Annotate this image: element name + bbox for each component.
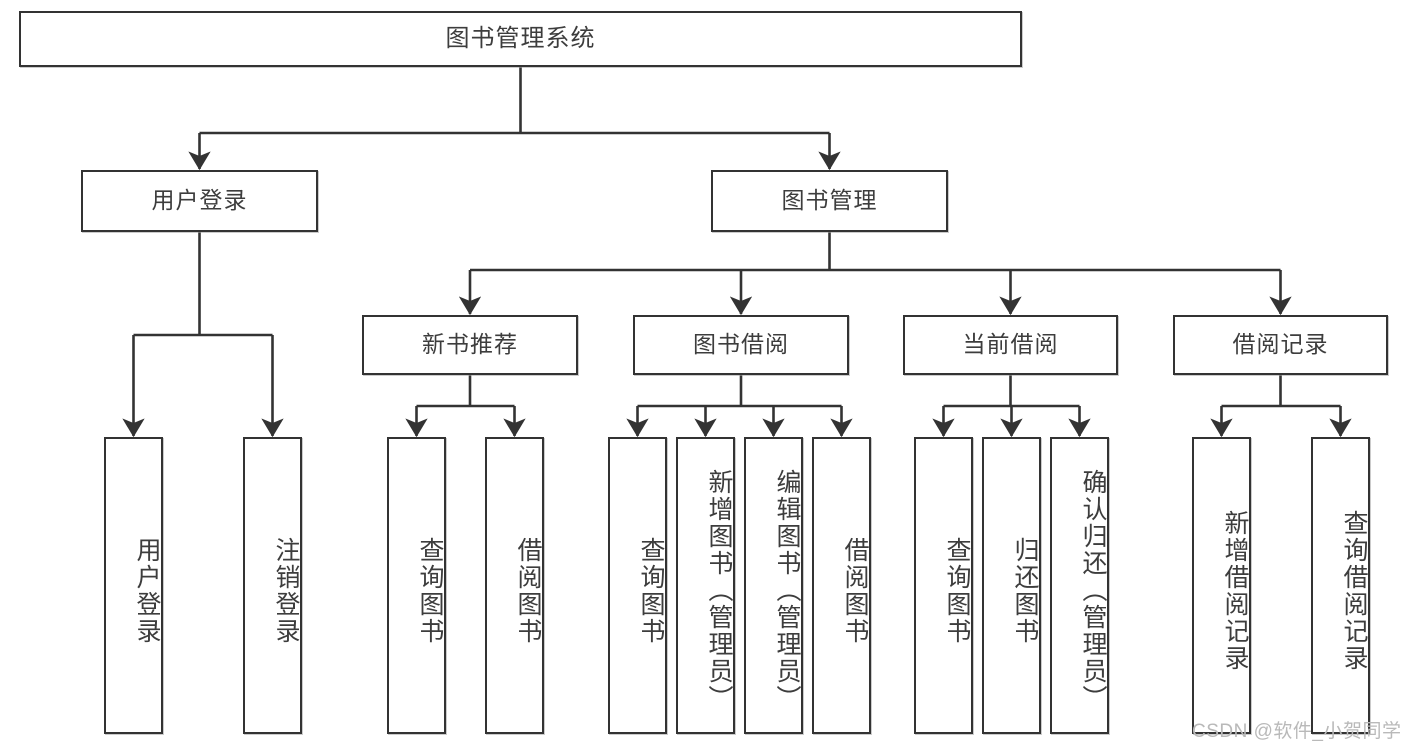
node-newbook[interactable]: 新书推荐 (362, 315, 578, 375)
node-leaf-login-1[interactable]: 用户登录 (104, 437, 163, 734)
node-root[interactable]: 图书管理系统 (19, 11, 1022, 67)
node-leaf-rec-2[interactable]: 查询借阅记录 (1311, 437, 1370, 734)
node-leaf-login-2[interactable]: 注销登录 (243, 437, 302, 734)
node-borrow[interactable]: 图书借阅 (633, 315, 849, 375)
node-leaf-cur-1[interactable]: 查询图书 (914, 437, 973, 734)
node-leaf-cur-2[interactable]: 归还图书 (982, 437, 1041, 734)
node-leaf-cur-3[interactable]: 确认归还（管理员） (1050, 437, 1109, 734)
node-login[interactable]: 用户登录 (81, 170, 318, 232)
node-leaf-bor-2[interactable]: 新增图书（管理员） (676, 437, 735, 734)
node-leaf-bor-1[interactable]: 查询图书 (608, 437, 667, 734)
node-leaf-rec-1[interactable]: 新增借阅记录 (1192, 437, 1251, 734)
node-leaf-bor-3[interactable]: 编辑图书（管理员） (744, 437, 803, 734)
node-leaf-bor-4[interactable]: 借阅图书 (812, 437, 871, 734)
csdn-watermark: CSDN @软件_小贺同学 (1192, 721, 1402, 742)
node-current[interactable]: 当前借阅 (903, 315, 1118, 375)
node-bookmgmt[interactable]: 图书管理 (711, 170, 948, 232)
node-leaf-new-2[interactable]: 借阅图书 (485, 437, 544, 734)
node-records[interactable]: 借阅记录 (1173, 315, 1388, 375)
node-leaf-new-1[interactable]: 查询图书 (387, 437, 446, 734)
